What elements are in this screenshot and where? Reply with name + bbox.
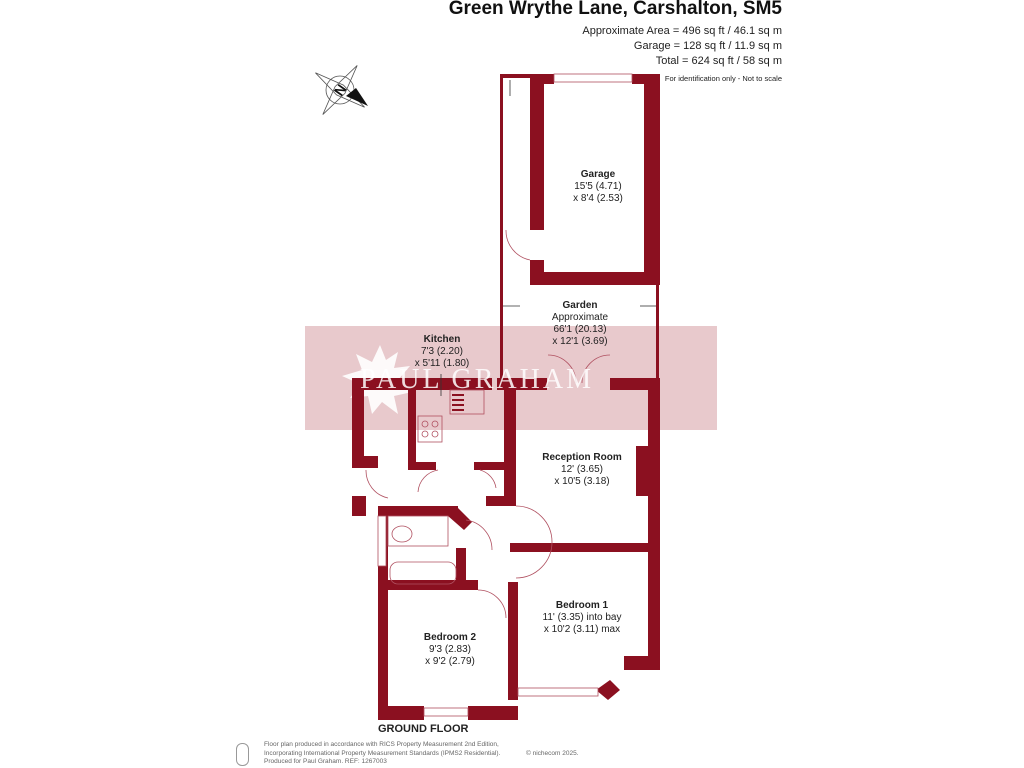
kitchen-fittings <box>387 389 485 585</box>
room-label-garden: Garden Approximate 66'1 (20.13) x 12'1 (… <box>551 300 609 347</box>
garage-area: Garage = 128 sq ft / 11.9 sq m <box>633 40 782 52</box>
room-label-bedroom-2: Bedroom 2 9'3 (2.83) x 9'2 (2.79) <box>423 632 477 667</box>
property-title: Green Wrythe Lane, Carshalton, SM5 <box>448 0 782 19</box>
floor-label: GROUND FLOOR <box>378 723 469 735</box>
footer-line-1: Floor plan produced in accordance with R… <box>264 741 499 748</box>
scale-note: For identification only - Not to scale <box>664 74 782 83</box>
total-area: Total = 624 sq ft / 58 sq m <box>655 55 782 67</box>
room-label-garage: Garage 15'5 (4.71) x 8'4 (2.53) <box>573 169 623 204</box>
door-swings <box>365 229 611 619</box>
footer-line-2: Incorporating International Property Mea… <box>264 749 501 757</box>
room-label-kitchen: Kitchen 7'3 (2.20) x 5'11 (1.80) <box>414 334 470 369</box>
copyright: © nichecom 2025. <box>526 750 579 757</box>
person-icon <box>236 743 249 766</box>
room-label-reception: Reception Room 12' (3.65) x 10'5 (3.18) <box>542 452 622 487</box>
compass-north-icon: N <box>315 65 368 115</box>
footer-line-3: Produced for Paul Graham. REF: 1267003 <box>264 758 387 765</box>
walls <box>352 74 660 720</box>
windows <box>377 73 633 717</box>
cooker-hob-icon <box>452 394 464 411</box>
dimension-arrows <box>440 80 656 396</box>
room-label-bedroom-1: Bedroom 1 11' (3.35) into bay x 10'2 (3.… <box>542 600 622 635</box>
watermark-text: PAUL GRAHAM <box>360 364 594 395</box>
area-summary: Approximate Area = 496 sq ft / 46.1 sq m… <box>582 24 782 86</box>
approx-area: Approximate Area = 496 sq ft / 46.1 sq m <box>582 25 782 37</box>
